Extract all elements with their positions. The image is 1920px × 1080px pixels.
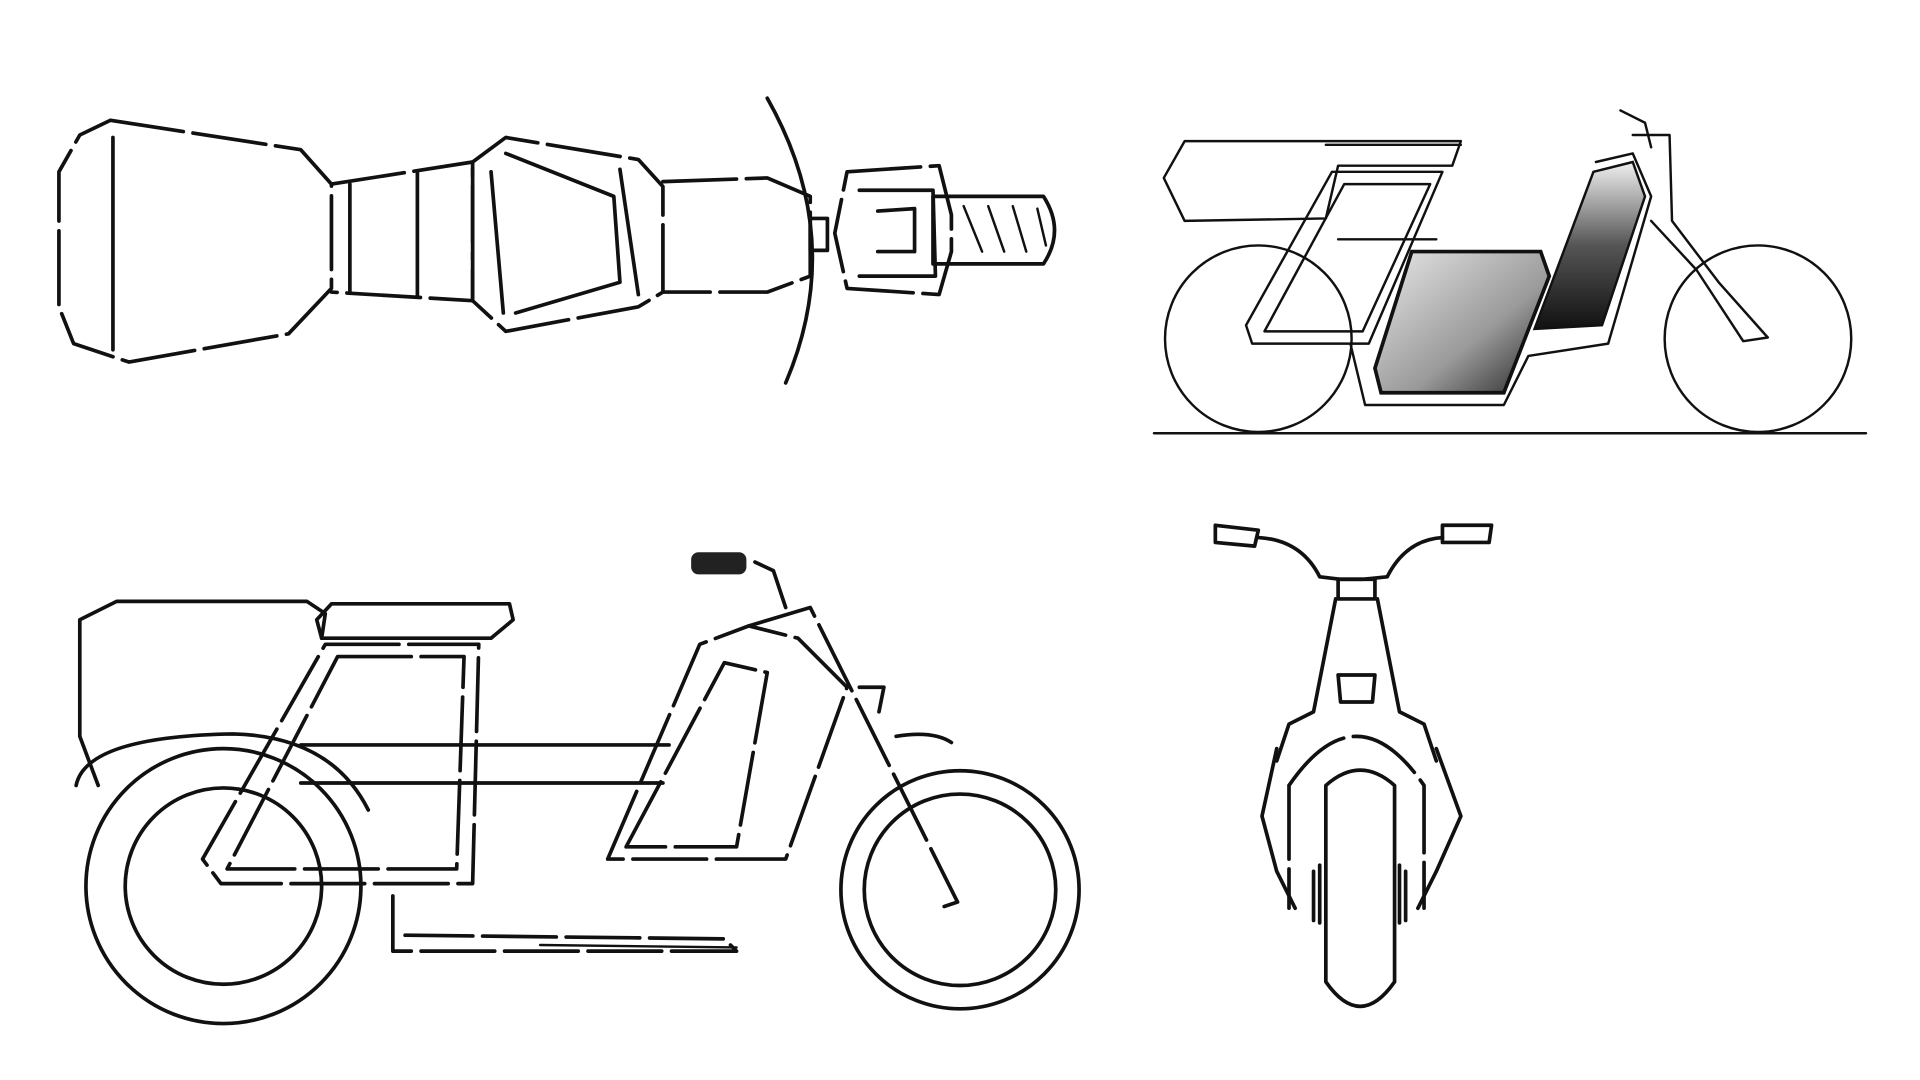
- front-view: [1213, 523, 1494, 1009]
- side-view-line: [74, 552, 1081, 1026]
- side-view-battery: [1152, 109, 1868, 435]
- top-view: [57, 96, 1057, 385]
